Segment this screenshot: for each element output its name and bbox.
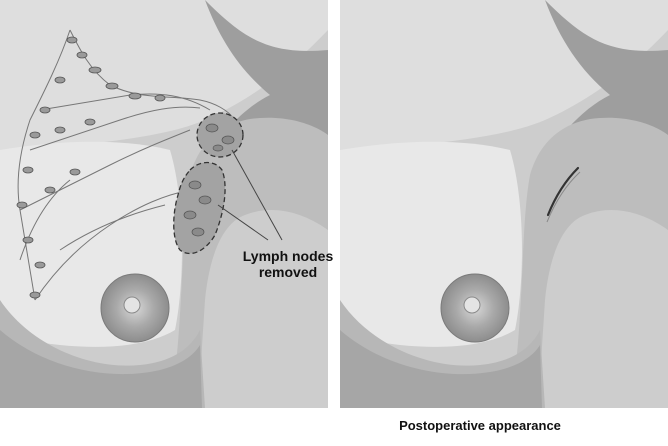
callout-line-2: removed xyxy=(224,264,352,280)
postoperative-panel xyxy=(340,0,668,408)
callout-line-1: Lymph nodes xyxy=(224,248,352,264)
preoperative-panel xyxy=(0,0,328,408)
postoperative-caption: Postoperative appearance xyxy=(330,418,630,434)
nipple xyxy=(124,297,140,313)
callout-label: Lymph nodes removed xyxy=(224,248,352,280)
removed-node-cluster-upper xyxy=(197,113,243,157)
nipple-post xyxy=(464,297,480,313)
